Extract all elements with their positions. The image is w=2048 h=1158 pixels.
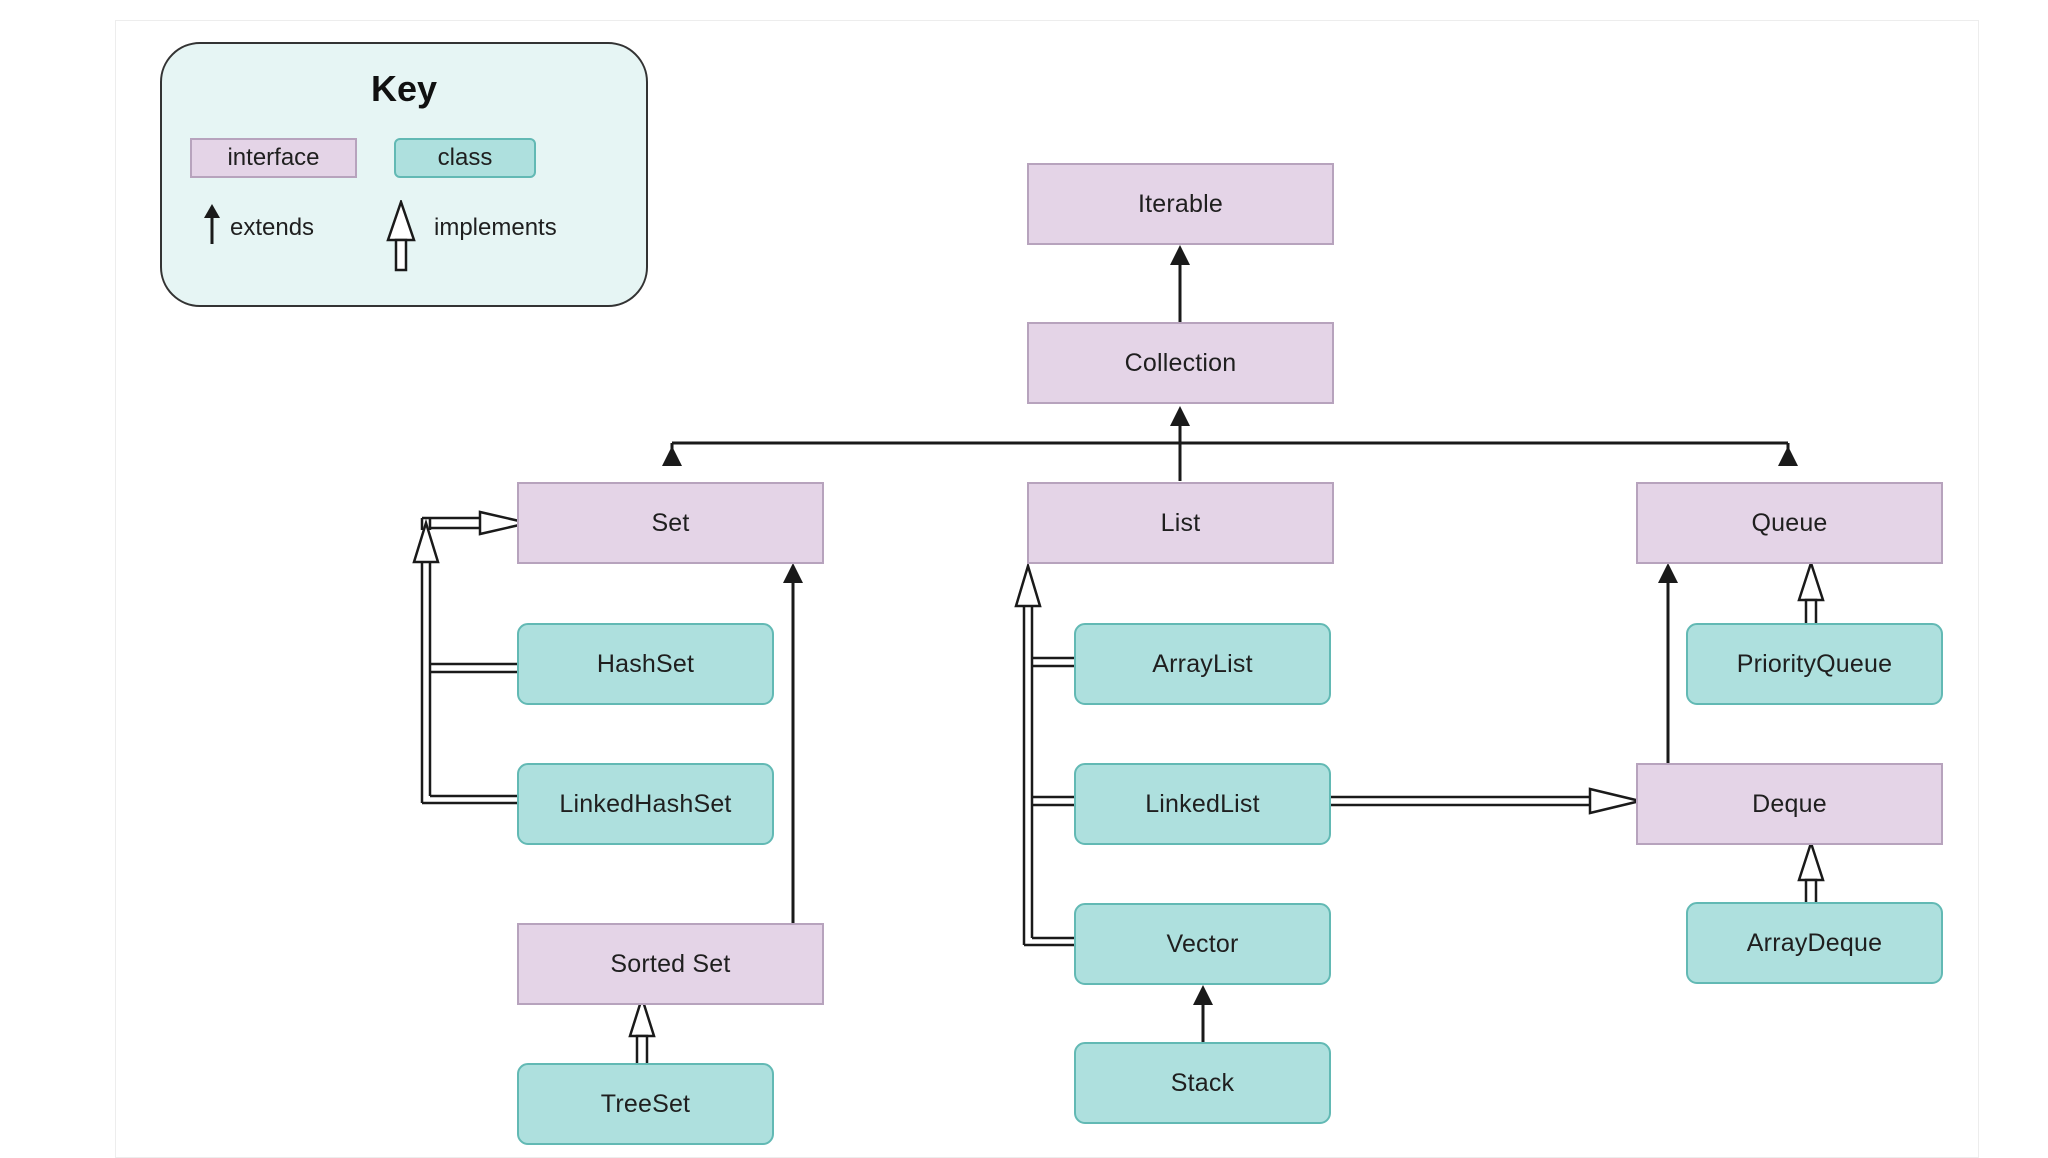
impl-arrowhead-set-right bbox=[478, 510, 529, 536]
node-arraylist: ArrayList bbox=[1074, 623, 1331, 705]
key-interface-swatch: interface bbox=[190, 138, 357, 178]
node-iterable: Iterable bbox=[1027, 163, 1334, 245]
arrowhead-set bbox=[662, 446, 682, 466]
implements-arrow-icon bbox=[386, 200, 416, 272]
key-class-swatch: class bbox=[394, 138, 536, 178]
arrowhead-stack-vector bbox=[1193, 985, 1213, 1005]
arrowhead-deque-queue bbox=[1658, 563, 1678, 583]
key-extends-label: extends bbox=[230, 214, 315, 241]
node-set: Set bbox=[517, 482, 824, 564]
node-list: List bbox=[1027, 482, 1334, 564]
node-queue: Queue bbox=[1636, 482, 1943, 564]
key-title: Key bbox=[370, 68, 438, 109]
node-collection: Collection bbox=[1027, 322, 1334, 404]
node-priorityqueue: PriorityQueue bbox=[1686, 623, 1943, 705]
key-legend: Key interface class extends implements bbox=[160, 42, 648, 307]
node-vector: Vector bbox=[1074, 903, 1331, 985]
impl-arrowhead-queue bbox=[1797, 558, 1825, 602]
node-arraydeque: ArrayDeque bbox=[1686, 902, 1943, 984]
arrowhead-sortedset-set bbox=[783, 563, 803, 583]
arrowhead-queue bbox=[1778, 446, 1798, 466]
node-deque: Deque bbox=[1636, 763, 1943, 845]
arrowhead-collection bbox=[1170, 406, 1190, 426]
arrowhead-iterable bbox=[1170, 245, 1190, 265]
impl-arrowhead-list bbox=[1014, 561, 1042, 608]
node-treeset: TreeSet bbox=[517, 1063, 774, 1145]
extends-arrow-icon bbox=[204, 204, 220, 244]
node-linkedhashset: LinkedHashSet bbox=[517, 763, 774, 845]
impl-arrowhead-set-up bbox=[412, 518, 440, 564]
node-hashset: HashSet bbox=[517, 623, 774, 705]
node-stack: Stack bbox=[1074, 1042, 1331, 1124]
node-linkedlist: LinkedList bbox=[1074, 763, 1331, 845]
impl-arrowhead-deque bbox=[1588, 787, 1641, 815]
key-implements-label: implements bbox=[434, 214, 557, 241]
impl-arrowhead-arraydeque bbox=[1797, 838, 1825, 882]
impl-treeset-shaft bbox=[635, 1034, 649, 1068]
node-sortedset: Sorted Set bbox=[517, 923, 824, 1005]
